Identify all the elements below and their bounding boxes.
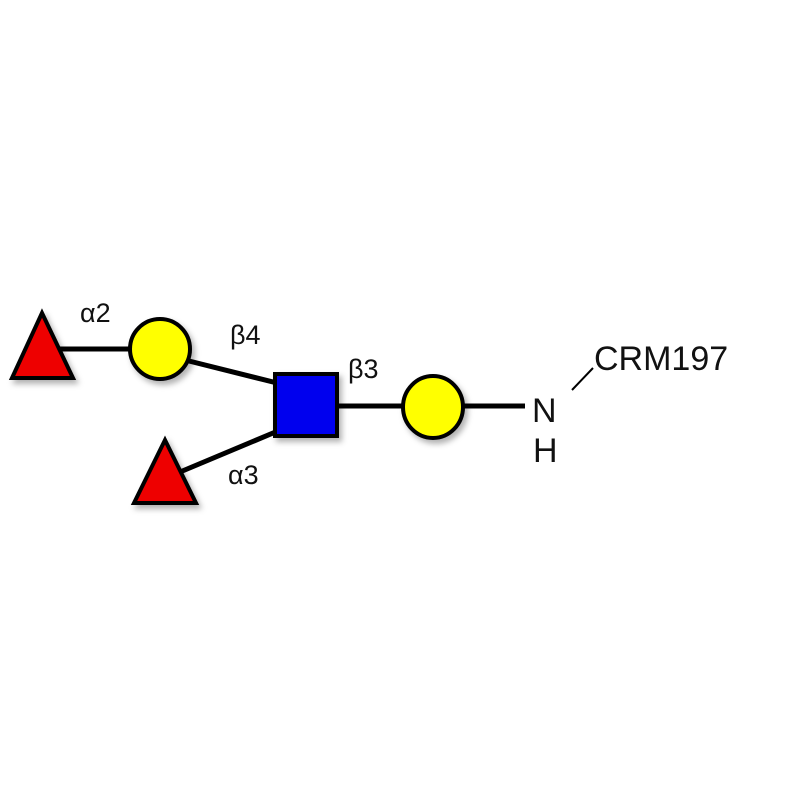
- glcnac-square: [273, 372, 339, 438]
- linkage-label-beta3: β3: [348, 354, 379, 384]
- linkage-label-alpha2: α2: [80, 298, 111, 328]
- fucose-triangle-2: [130, 435, 200, 505]
- bond-fuc2-glcnac: [179, 425, 286, 475]
- bonds: [60, 346, 525, 475]
- galactose-circle-1: [128, 317, 192, 381]
- galactose-circle-2: [401, 374, 465, 440]
- bond-n-carrier: [571, 367, 594, 391]
- bond-gal-glcnac: [184, 357, 286, 388]
- fucose-triangle-1: [8, 308, 77, 380]
- linker-n: N: [532, 392, 557, 430]
- carrier-protein-label: CRM197: [594, 340, 728, 378]
- linker-h: H: [533, 432, 558, 470]
- linkage-label-alpha3: α3: [228, 460, 259, 490]
- linkage-label-beta4: β4: [230, 320, 261, 350]
